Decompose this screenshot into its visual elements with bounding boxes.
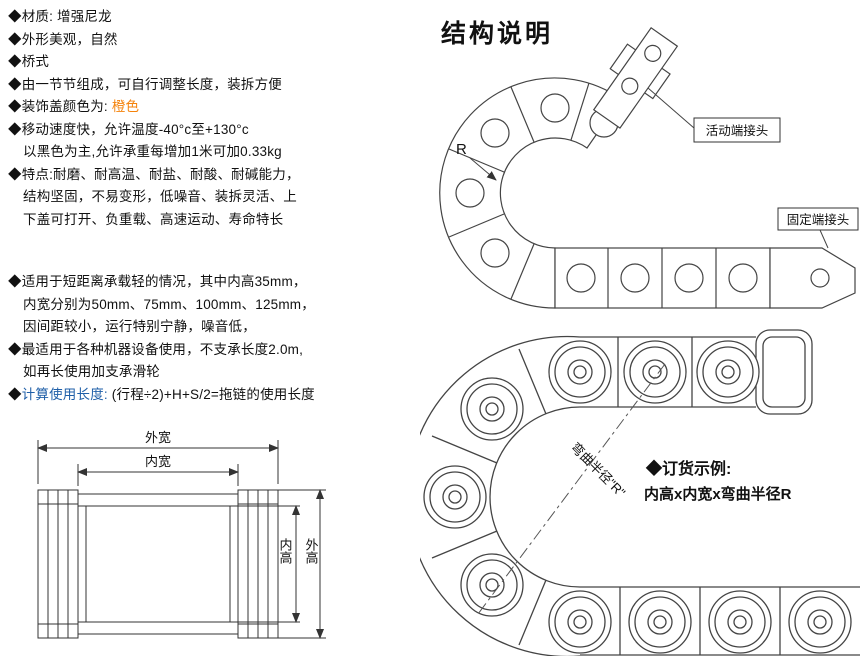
spec-speed-temperature: ◆移动速度快，允许温度-40°c至+130°c <box>8 121 249 137</box>
bend-radius-label: 弯曲半径"R" <box>568 440 629 501</box>
spec-usage-1: ◆最适用于各种机器设备使用，不支承长度2.0m, <box>8 341 304 357</box>
spec-cover-color: ◆装饰盖颜色为: 橙色 <box>8 96 438 119</box>
fixed-end-callout: 固定端接头 <box>777 207 859 249</box>
fixed-end-label: 固定端接头 <box>787 212 850 227</box>
movable-end-label: 活动端接头 <box>706 123 769 138</box>
spec-features-1: ◆特点:耐磨、耐高温、耐盐、耐酸、耐碱能力， <box>8 166 300 182</box>
chain-rollers <box>423 340 852 654</box>
order-example-formula: 内高x内宽x弯曲半径R <box>644 486 792 503</box>
inner-height-label: 内高 <box>278 537 293 564</box>
page-title: 结构说明 <box>441 20 554 48</box>
end-plate <box>755 329 813 415</box>
inner-width-label: 内宽 <box>145 454 171 469</box>
cover-color-value: 橙色 <box>111 99 140 114</box>
chain-outline <box>439 26 856 309</box>
link-end-view <box>37 489 279 639</box>
spec-cover-color-text: ◆装饰盖颜色为: <box>8 99 112 114</box>
bend-radius-line <box>477 363 666 615</box>
structure-drawing-bottom: 弯曲半径"R" <box>420 329 860 656</box>
dimension-lines <box>37 440 326 639</box>
radius-mark-label: R <box>456 141 467 158</box>
spec-usage-2: 如再长使用加支承滑轮 <box>23 364 160 379</box>
order-example-title: ◆订货示例: <box>646 461 732 478</box>
formula-label: 计算使用长度: <box>21 386 108 402</box>
spec-bridge-type: ◆桥式 <box>8 54 50 69</box>
spec-application-2: 内宽分别为50mm、75mm、100mm、125mm， <box>23 296 315 312</box>
spec-list: ◆材质: 增强尼龙 ◆外形美观，自然 ◆桥式 ◆由一节节组成，可自行调整长度，装… <box>8 6 438 406</box>
spec-application-1: ◆适用于短距离承载轻的情况，其中内高35mm， <box>8 274 307 289</box>
spec-features-2: 结构坚固，不易变形，低噪音、装拆灵活、上 <box>23 189 297 204</box>
spec-material: ◆材质: 增强尼龙 <box>8 9 112 24</box>
movable-end-connector <box>592 26 679 129</box>
radius-callout: R <box>456 141 497 181</box>
spec-load-note: 以黑色为主,允许承重每增加1米可加0.33kg <box>23 144 282 159</box>
spec-length-formula: ◆计算使用长度: (行程÷2)+H+S/2=拖链的使用长度 <box>8 384 438 407</box>
dimension-drawing: 外宽 内宽 内高 外高 <box>37 430 326 639</box>
formula-bullet: ◆ <box>8 386 22 402</box>
spec-features-3: 下盖可打开、负重载、高速运动、寿命特长 <box>23 211 284 227</box>
spec-application-3: 因间距较小，运行特别宁静，噪音低， <box>23 319 256 334</box>
outer-height-label: 外高 <box>304 538 319 564</box>
spec-assembly: ◆由一节节组成，可自行调整长度，装拆方便 <box>8 76 282 92</box>
structure-drawing-top: R 活动端接头 固定端接头 <box>439 26 859 309</box>
formula-text: (行程÷2)+H+S/2=拖链的使用长度 <box>107 386 315 402</box>
movable-end-callout: 活动端接头 <box>647 87 781 143</box>
outer-width-label: 外宽 <box>145 430 171 445</box>
chain-band <box>420 329 860 656</box>
spec-appearance: ◆外形美观，自然 <box>8 31 118 47</box>
